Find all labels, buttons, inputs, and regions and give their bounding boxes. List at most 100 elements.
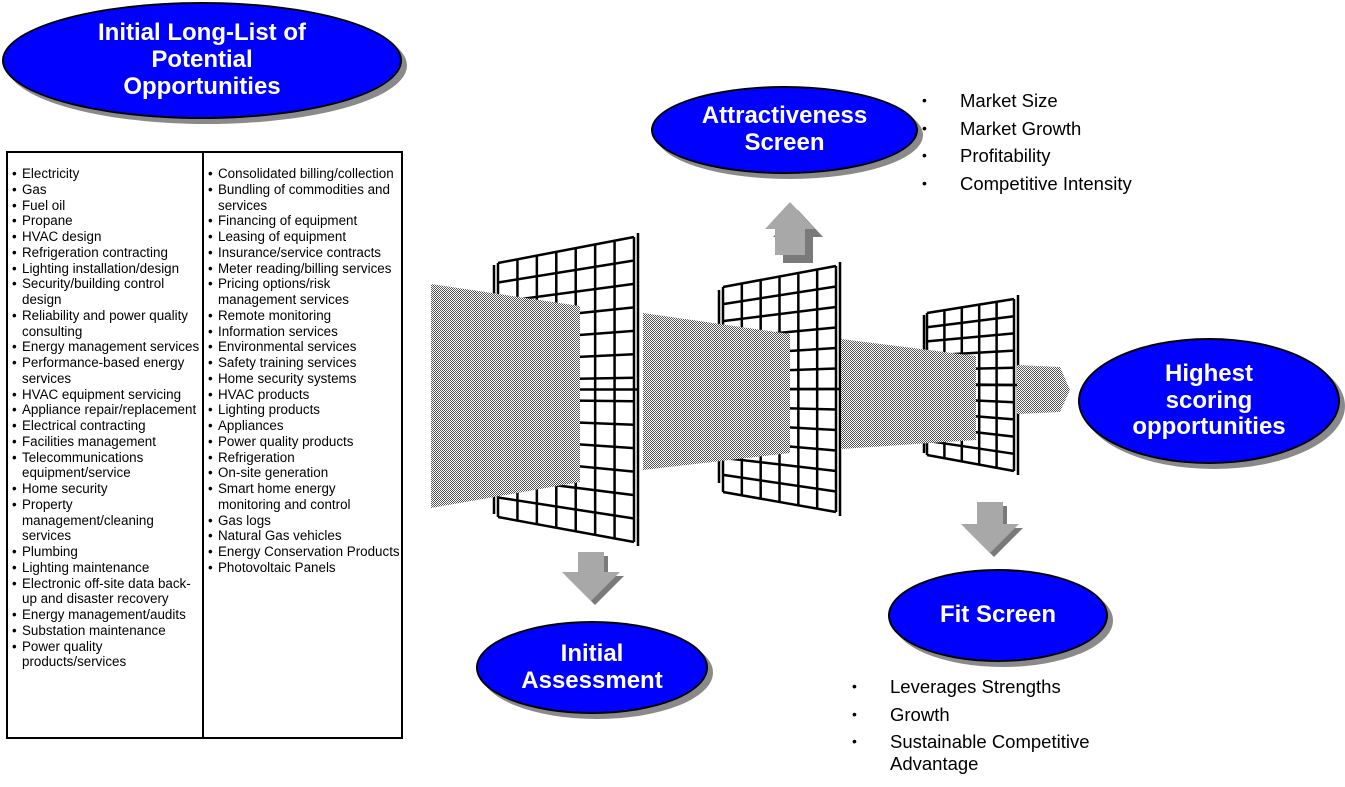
opportunity-list-item: • Bundling of commodities and services [208,182,401,214]
grid-line [497,235,635,265]
fit-criteria-list: •Leverages Strengths•Growth•Sustainable … [852,673,1090,775]
criteria-item: • Growth [852,701,1090,729]
bullet: • [12,213,17,229]
bullet: • [12,276,17,292]
opportunity-list-item: •Safety training services [208,355,401,371]
bullet: • [208,166,213,181]
opportunity-list-item: •Telecommunications equipment/service [12,450,202,482]
opportunity-list-item: •Home security [12,481,202,497]
criteria-item-text: Sustainable Competitive Advantage [890,731,1090,774]
bullet: • [208,528,213,544]
opportunity-list-item: •Energy management services [12,339,202,355]
opportunity-list-item: • Property management/cleaning services [12,497,202,544]
bullet: • [12,607,17,622]
bullet: • [12,481,17,496]
opportunity-list-item-text: Lighting installation/design [22,260,180,276]
arrow-down-icon [562,552,624,605]
opportunity-list-item-text: Consolidated billing/collection [218,166,394,181]
opportunity-list-item-text: HVAC equipment servicing [22,386,182,402]
funnel-segment [841,339,976,449]
bullet: • [12,355,17,370]
bullet: • [852,733,857,749]
criteria-item-text: Market Size [960,90,1058,111]
opportunity-list-item-text: Safety training services [218,355,357,370]
opportunity-list-item-text: Refrigeration [218,449,295,465]
opportunity-list-item: • HVAC design [12,229,202,245]
opportunity-list-item: •Energy management/audits [12,607,202,623]
criteria-item-text: Competitive Intensity [960,172,1132,194]
opportunity-list-item-text: Performance-based energy services [22,355,185,386]
opportunity-list-item: •Appliance repair/replacement [12,402,202,418]
opportunity-list-item: • Gas logs [208,513,401,529]
opportunity-list-item: • Performance-based energy services [12,355,202,387]
bullet: • [208,544,213,559]
opportunity-list-item: • Lighting installation/design [12,261,202,277]
opportunity-list-item-text: Lighting products [218,402,320,418]
opportunity-list-item-text: Environmental services [218,339,357,355]
arrow-up-icon [765,202,823,263]
bullet: • [852,705,857,722]
opportunity-list-item-text: Facilities management [22,433,156,449]
opportunity-list-item-text: HVAC design [22,229,102,244]
bullet: • [208,213,213,229]
opportunity-list-item-text: Property management/cleaning services [22,496,154,544]
fit-screen-oval: Fit Screen [888,569,1108,662]
opportunity-list-item-text: Electronic off-site data back-up and dis… [22,575,191,607]
opportunity-list-item-text: Reliability and power quality consulting [22,307,188,339]
bullet: • [12,544,17,559]
bullet: • [12,496,17,512]
attractiveness-screen-label: Attractiveness Screen [701,102,868,156]
opportunity-list-item: •Environmental services [208,339,401,355]
opportunity-list-item-text: Insurance/service contracts [218,244,381,260]
opportunity-list-item-text: Bundling of commodities and services [218,181,390,213]
opportunity-list-item-text: Leasing of equipment [218,229,347,244]
opportunity-list-item-text: Photovoltaic Panels [218,559,336,575]
criteria-item-text: Growth [890,703,950,725]
criteria-item: •Competitive Intensity [922,170,1132,198]
opportunity-list-item-text: HVAC products [218,386,310,402]
funnel-arrow-icon [1017,365,1070,414]
opportunity-list-item: • Security/building control design [12,276,202,308]
bullet: • [12,638,17,654]
opportunity-list-item-text: Natural Gas vehicles [218,528,342,544]
opportunity-list-item: •Power quality products [208,434,401,450]
opportunity-list-item-text: Pricing options/risk management services [218,276,349,307]
bullet: • [208,449,213,465]
bullet: • [208,244,213,260]
opportunity-list-item-text: Refrigeration contracting [22,244,168,260]
opportunity-list-item-text: Fuel oil [22,197,66,213]
criteria-item: •Leverages Strengths [852,673,1090,701]
highest-scoring-label: Highest scoring opportunities [1132,359,1286,441]
bullet: • [208,512,213,528]
opportunity-list-item-text: Security/building control design [22,276,165,307]
bullet: • [12,402,17,418]
opportunity-list-item: • Financing of equipment [208,213,401,229]
grid-line [926,314,1015,329]
criteria-item: • Sustainable Competitive Advantage [852,728,1090,775]
attractiveness-screen-oval: Attractiveness Screen [651,86,918,174]
long-list-title: Initial Long-List of Potential Opportuni… [98,19,306,100]
opportunity-list-item: •Substation maintenance [12,623,202,639]
bullet: • [12,197,17,213]
bullet: • [208,229,213,244]
bullet: • [12,229,17,244]
opportunity-list-item-text: Gas logs [218,512,271,528]
opportunity-list-item-text: Remote monitoring [218,307,332,323]
opportunity-list-item: •HVAC products [208,387,401,403]
attractiveness-criteria-list: •Market Size•Market Growth•Profitability… [922,87,1132,197]
bullet: • [12,244,17,260]
bullet: • [208,465,213,481]
opportunity-list-item-text: Smart home energy monitoring and control [218,481,351,512]
criteria-item: •Market Growth [922,115,1132,143]
opportunity-list-table: •Electricity•Gas•Fuel oil•Propane•HVAC d… [6,151,403,739]
bullet: • [208,181,213,197]
opportunity-list-item: •Gas [12,182,202,198]
opportunity-list-item: •Meter reading/billing services [208,261,401,277]
opportunity-list-item-text: Power quality products [218,433,354,449]
opportunity-list-item-text: Financing of equipment [218,213,358,229]
opportunity-list-item: •Lighting products [208,402,401,418]
bullet: • [12,260,17,276]
opportunity-list-column-2: • Consolidated billing/collection • Bundlin… [204,153,401,737]
arrow-down-icon [961,502,1023,557]
bullet: • [852,678,857,694]
